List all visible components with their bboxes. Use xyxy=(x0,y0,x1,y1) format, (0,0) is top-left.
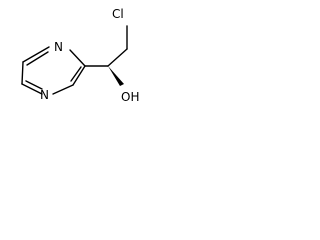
atom-label-chlorine: Cl xyxy=(112,7,124,21)
ring-bond-c3-n4 xyxy=(52,84,74,95)
ring-bond-n1-c2 xyxy=(69,49,86,67)
ring-bond-c6-n1 xyxy=(22,46,50,63)
wedge-bond-oh xyxy=(108,66,124,86)
atom-label-nitrogen-bottom: N xyxy=(40,88,49,102)
molecule-svg: Cl N N OH xyxy=(21,7,139,104)
atom-label-hydroxyl: OH xyxy=(121,90,139,104)
ring-bond-c6-n1-inner xyxy=(26,51,49,66)
ring-bond-n4-c5-inner xyxy=(25,80,43,90)
bond-chiral-to-ch2 xyxy=(107,48,128,67)
atom-label-nitrogen-top: N xyxy=(54,40,63,54)
ring-bond-c2-c3-inner xyxy=(70,66,82,82)
ring-bond-c2-c3 xyxy=(72,65,86,86)
structure-diagram: Cl N N OH xyxy=(0,0,161,120)
ring-bond-n4-c5 xyxy=(21,83,43,95)
ring-bond-c5-c6 xyxy=(21,61,24,85)
